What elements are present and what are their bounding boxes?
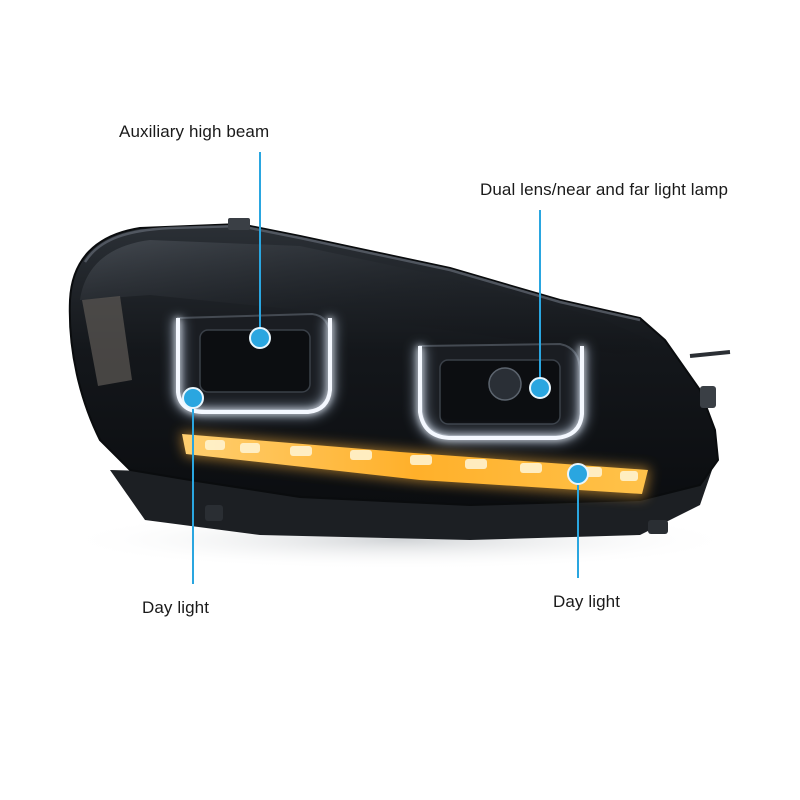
white-drl-left <box>173 318 335 417</box>
callout-dot-aux <box>249 327 271 349</box>
top-clip <box>228 218 250 230</box>
adjuster-knob <box>700 386 716 408</box>
mount-tab-right <box>648 520 668 534</box>
lens-gloss <box>80 240 660 360</box>
mount-tab-left <box>205 505 223 521</box>
callout-dot-day-right <box>567 463 589 485</box>
projector-lens-bulb <box>488 367 522 401</box>
top-rim <box>83 224 641 322</box>
callout-dot-dual <box>529 377 551 399</box>
side-reflector <box>82 296 132 386</box>
callout-label-auxiliary-high-beam: Auxiliary high beam <box>119 122 270 141</box>
callout-label-dual-lens: Dual lens/near and far light lamp <box>480 180 729 199</box>
callout-dots <box>182 327 589 485</box>
callout-lines <box>192 152 579 584</box>
callout-label-day-light-right: Day light <box>553 592 621 611</box>
adjuster-stem <box>689 350 731 358</box>
callout-label-day-light-left: Day light <box>142 598 210 617</box>
callout-dot-day-left <box>182 387 204 409</box>
white-drl-right <box>415 346 587 443</box>
